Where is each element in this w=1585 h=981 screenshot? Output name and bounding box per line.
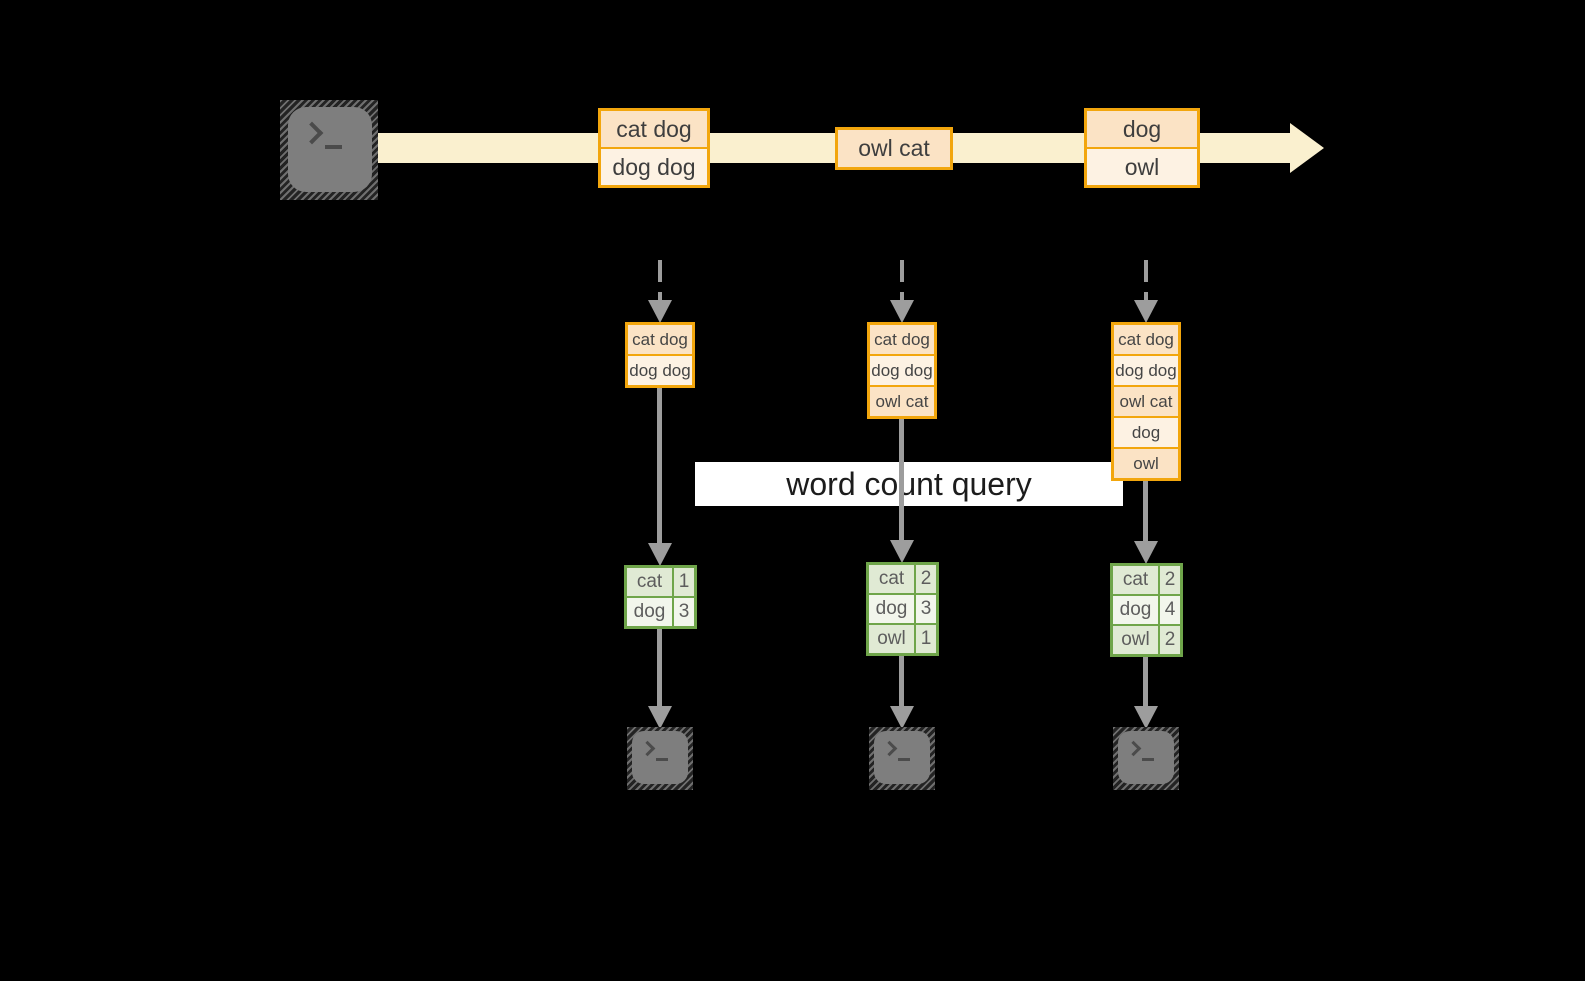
- table-row: dog 3: [627, 598, 694, 626]
- word-count-query-banner: word count query: [695, 462, 1123, 506]
- table-row: owl 1: [869, 625, 936, 653]
- state-row: cat dog: [1114, 325, 1178, 354]
- state-row: dog dog: [628, 356, 692, 385]
- count-table-3: cat 2 dog 4 owl 2: [1110, 563, 1183, 657]
- stream-event-3: dog owl: [1084, 108, 1200, 188]
- arrowhead-icon: [890, 706, 914, 729]
- word-cell: owl: [1113, 626, 1158, 654]
- terminal-body: [1118, 731, 1174, 784]
- prompt-underscore-icon: [325, 145, 342, 149]
- event-line: dog dog: [601, 149, 707, 185]
- stream-arrowhead-icon: [1290, 123, 1324, 173]
- connector-line: [1143, 481, 1148, 541]
- state-row: owl cat: [870, 387, 934, 416]
- connector-line: [657, 388, 662, 543]
- table-row: owl 2: [1113, 626, 1180, 654]
- stream-event-1: cat dog dog dog: [598, 108, 710, 188]
- table-row: dog 4: [1113, 596, 1180, 624]
- sink-terminal-icon-3: [1113, 727, 1179, 790]
- prompt-underscore-icon: [898, 758, 910, 761]
- count-table-2: cat 2 dog 3 owl 1: [866, 562, 939, 656]
- arrowhead-icon: [648, 543, 672, 566]
- terminal-body: [288, 107, 372, 192]
- word-cell: dog: [627, 598, 672, 626]
- count-table-1: cat 1 dog 3: [624, 565, 697, 629]
- arrowhead-icon: [890, 300, 914, 323]
- state-row: owl: [1114, 449, 1178, 478]
- dashed-arrow-line: [900, 260, 904, 300]
- prompt-chevron-icon: [881, 740, 898, 757]
- source-terminal-icon: [280, 100, 378, 200]
- terminal-body: [632, 731, 688, 784]
- arrowhead-icon: [648, 706, 672, 729]
- table-row: cat 2: [869, 565, 936, 593]
- word-cell: dog: [1113, 596, 1158, 624]
- connector-line: [1143, 657, 1148, 706]
- prompt-chevron-icon: [1125, 740, 1142, 757]
- count-cell: 1: [672, 568, 694, 596]
- state-row: owl cat: [1114, 387, 1178, 416]
- word-cell: cat: [1113, 566, 1158, 594]
- event-line: cat dog: [601, 111, 707, 147]
- arrowhead-icon: [1134, 300, 1158, 323]
- event-line: dog: [1087, 111, 1197, 147]
- count-cell: 2: [914, 565, 936, 593]
- state-stack-2: cat dog dog dog owl cat: [867, 322, 937, 419]
- connector-line: [657, 629, 662, 706]
- connector-line: [899, 419, 904, 540]
- state-row: dog dog: [1114, 356, 1178, 385]
- table-row: cat 2: [1113, 566, 1180, 594]
- state-row: cat dog: [628, 325, 692, 354]
- count-cell: 3: [672, 598, 694, 626]
- state-row: cat dog: [870, 325, 934, 354]
- arrowhead-icon: [648, 300, 672, 323]
- word-cell: cat: [627, 568, 672, 596]
- word-cell: owl: [869, 625, 914, 653]
- count-cell: 4: [1158, 596, 1180, 624]
- prompt-underscore-icon: [656, 758, 668, 761]
- connector-line: [899, 656, 904, 706]
- arrowhead-icon: [1134, 706, 1158, 729]
- sink-terminal-icon-2: [869, 727, 935, 790]
- state-row: dog dog: [870, 356, 934, 385]
- dashed-arrow-line: [658, 260, 662, 300]
- event-line: owl: [1087, 149, 1197, 185]
- table-row: cat 1: [627, 568, 694, 596]
- event-line: owl cat: [838, 130, 950, 167]
- prompt-underscore-icon: [1142, 758, 1154, 761]
- word-cell: dog: [869, 595, 914, 623]
- count-cell: 1: [914, 625, 936, 653]
- state-row: dog: [1114, 418, 1178, 447]
- count-cell: 2: [1158, 566, 1180, 594]
- dashed-arrow-line: [1144, 260, 1148, 300]
- state-stack-3: cat dog dog dog owl cat dog owl: [1111, 322, 1181, 481]
- arrowhead-icon: [890, 540, 914, 563]
- terminal-body: [874, 731, 930, 784]
- count-cell: 3: [914, 595, 936, 623]
- prompt-chevron-icon: [639, 740, 656, 757]
- table-row: dog 3: [869, 595, 936, 623]
- word-cell: cat: [869, 565, 914, 593]
- state-stack-1: cat dog dog dog: [625, 322, 695, 388]
- arrowhead-icon: [1134, 541, 1158, 564]
- prompt-chevron-icon: [300, 121, 324, 145]
- count-cell: 2: [1158, 626, 1180, 654]
- stream-event-2: owl cat: [835, 127, 953, 170]
- sink-terminal-icon-1: [627, 727, 693, 790]
